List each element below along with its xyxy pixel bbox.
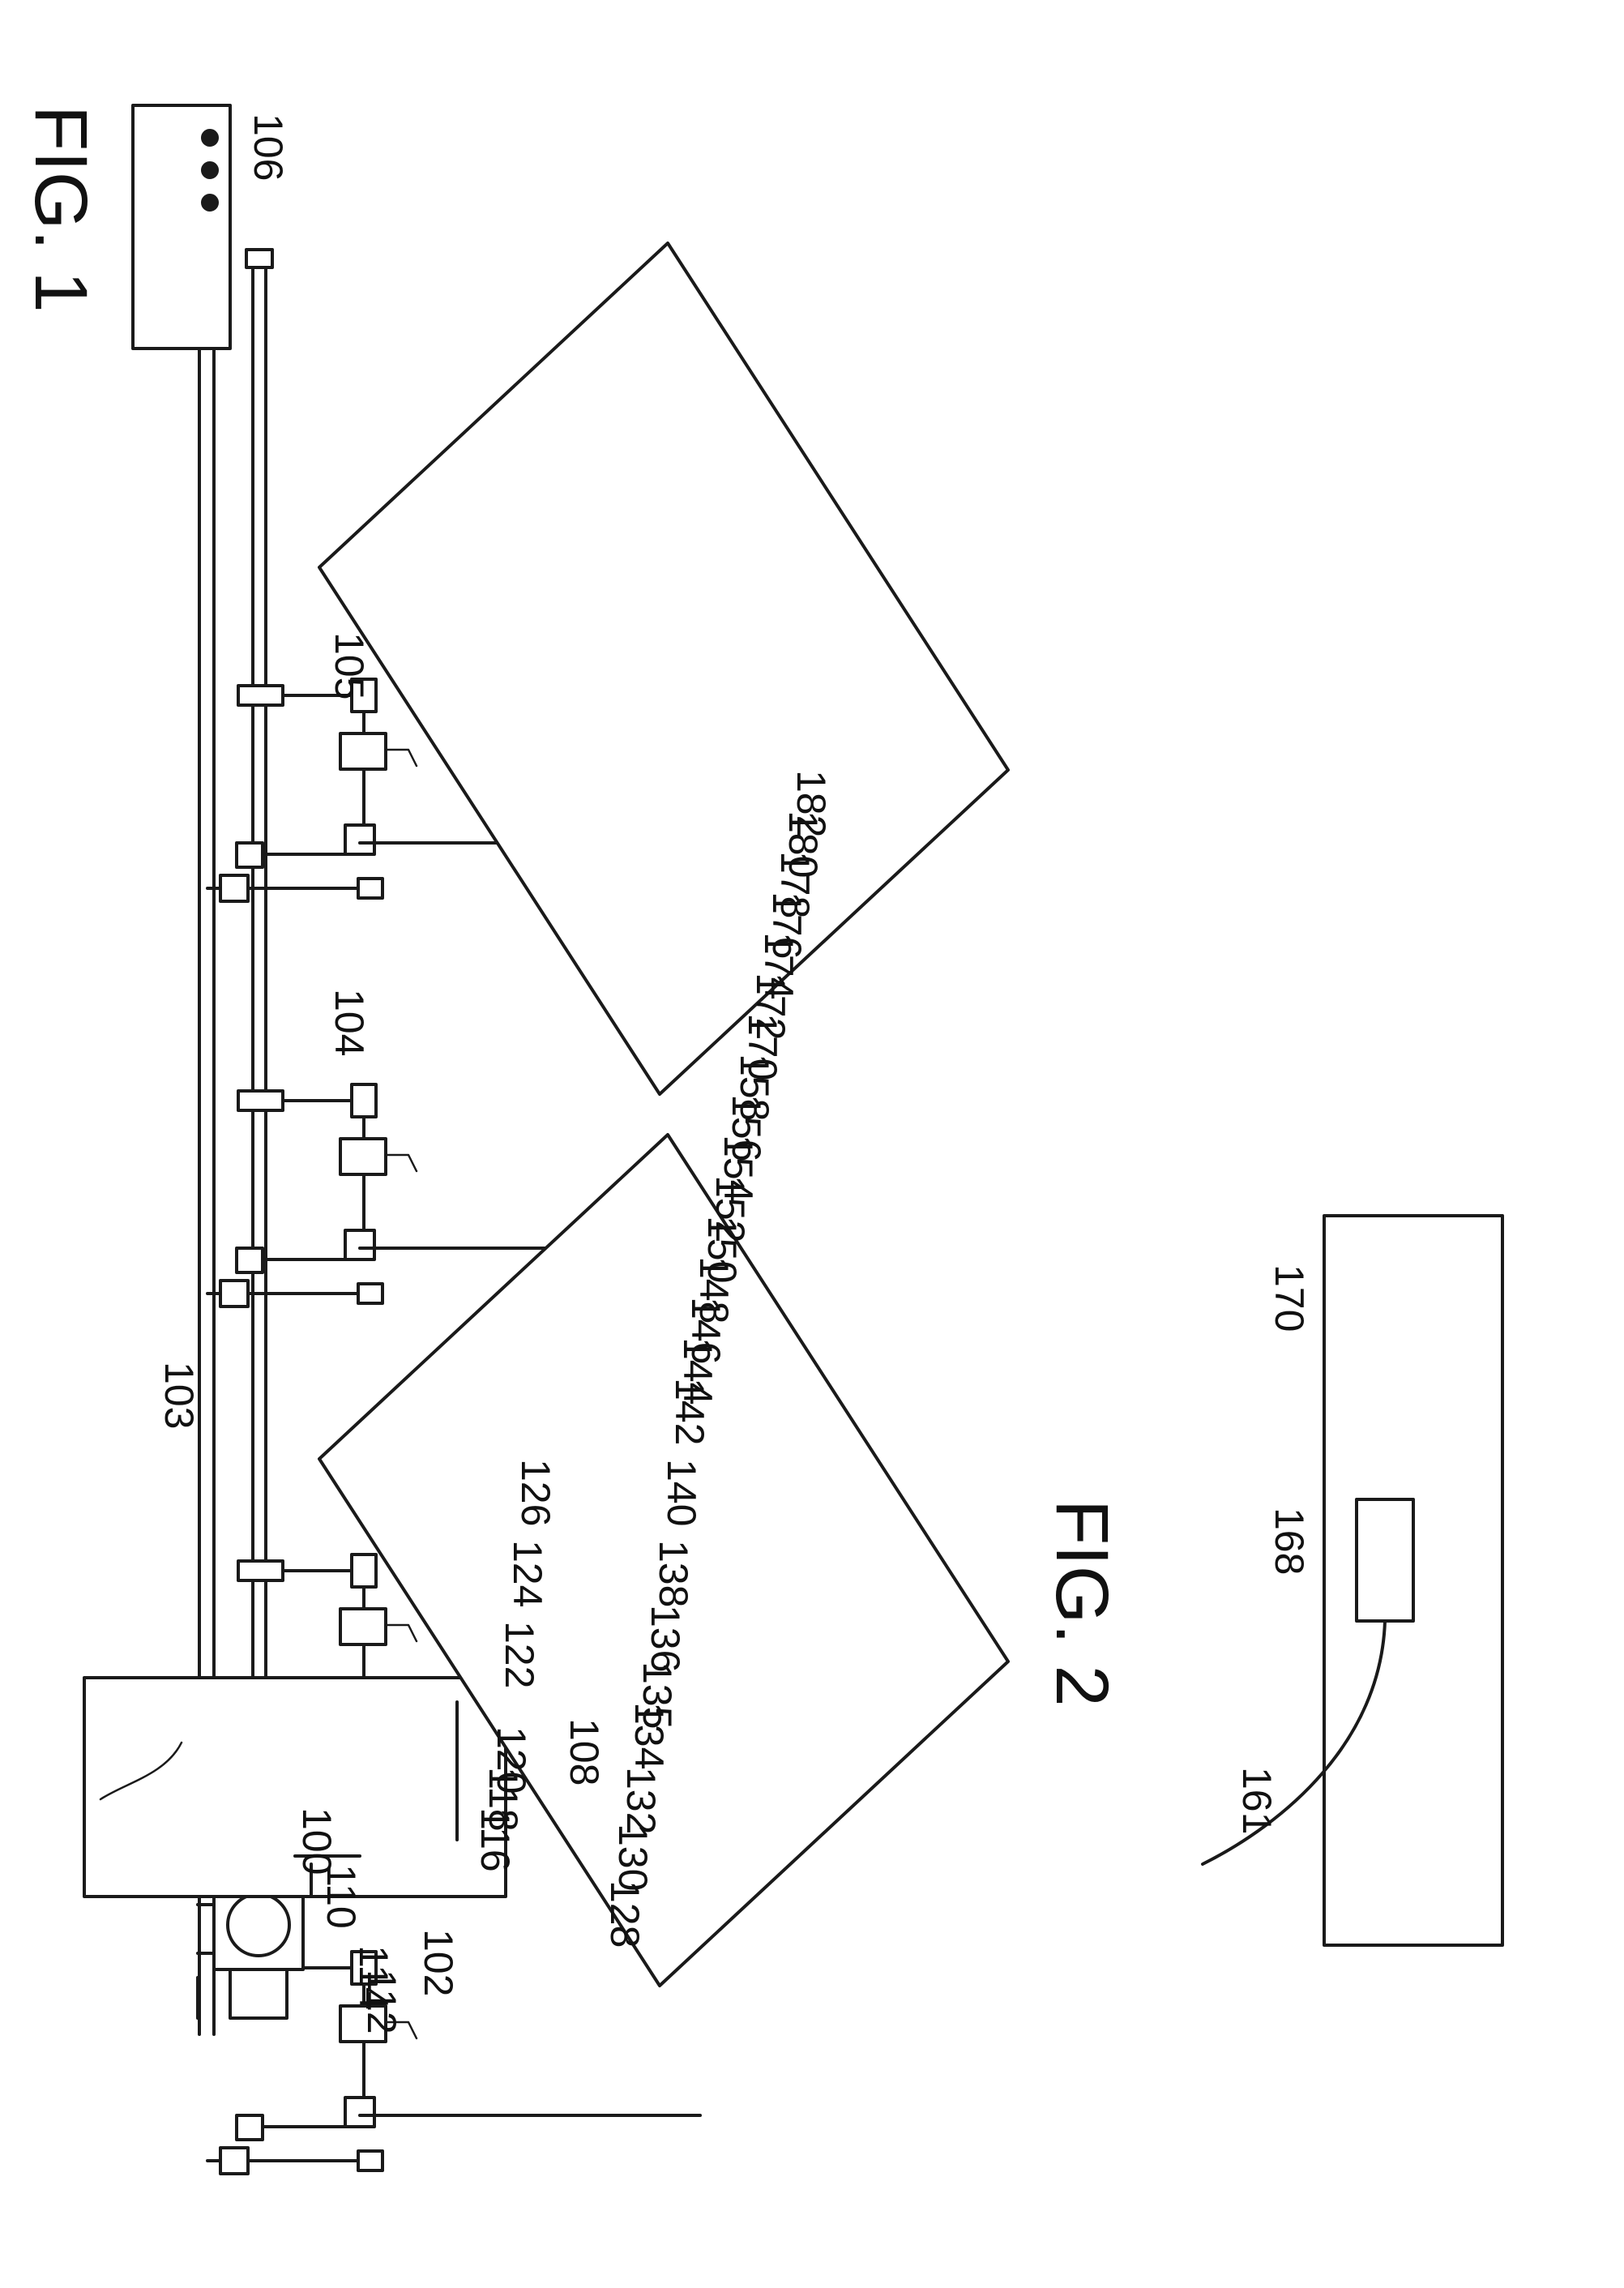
ref-161: 161 — [1234, 1767, 1280, 1834]
ref-105: 105 — [327, 632, 372, 699]
ref-110: 110 — [318, 1864, 364, 1929]
figure-label-fig1: FIG. 1 — [19, 105, 102, 313]
controller-106 — [133, 105, 230, 349]
figure-label-fig2: FIG. 2 — [1041, 1499, 1123, 1707]
ref-102: 102 — [416, 1929, 461, 1996]
ref-170b: 170 — [1267, 1264, 1312, 1332]
ref-136: 136 — [643, 1605, 688, 1672]
ref-122: 122 — [497, 1621, 542, 1688]
ref-114: 114 — [351, 1945, 396, 2010]
lower-supply-line-126 — [246, 250, 272, 1921]
ref-104: 104 — [327, 989, 372, 1056]
ref-132: 132 — [618, 1767, 664, 1834]
ref-182: 182 — [788, 770, 834, 837]
ref-103: 103 — [156, 1362, 202, 1429]
fig1-drawing — [84, 105, 1008, 2174]
ref-140: 140 — [659, 1459, 704, 1526]
ref-108: 108 — [562, 1718, 607, 1785]
ref-120: 120 — [489, 1726, 534, 1794]
ref-138: 138 — [651, 1540, 696, 1607]
ref-168: 168 — [1267, 1508, 1312, 1575]
fig2-drawing: 161 168 170 — [1203, 1216, 1502, 1945]
ref-106: 106 — [246, 113, 291, 181]
ref-124: 124 — [505, 1540, 550, 1607]
ref-126: 126 — [513, 1459, 558, 1526]
